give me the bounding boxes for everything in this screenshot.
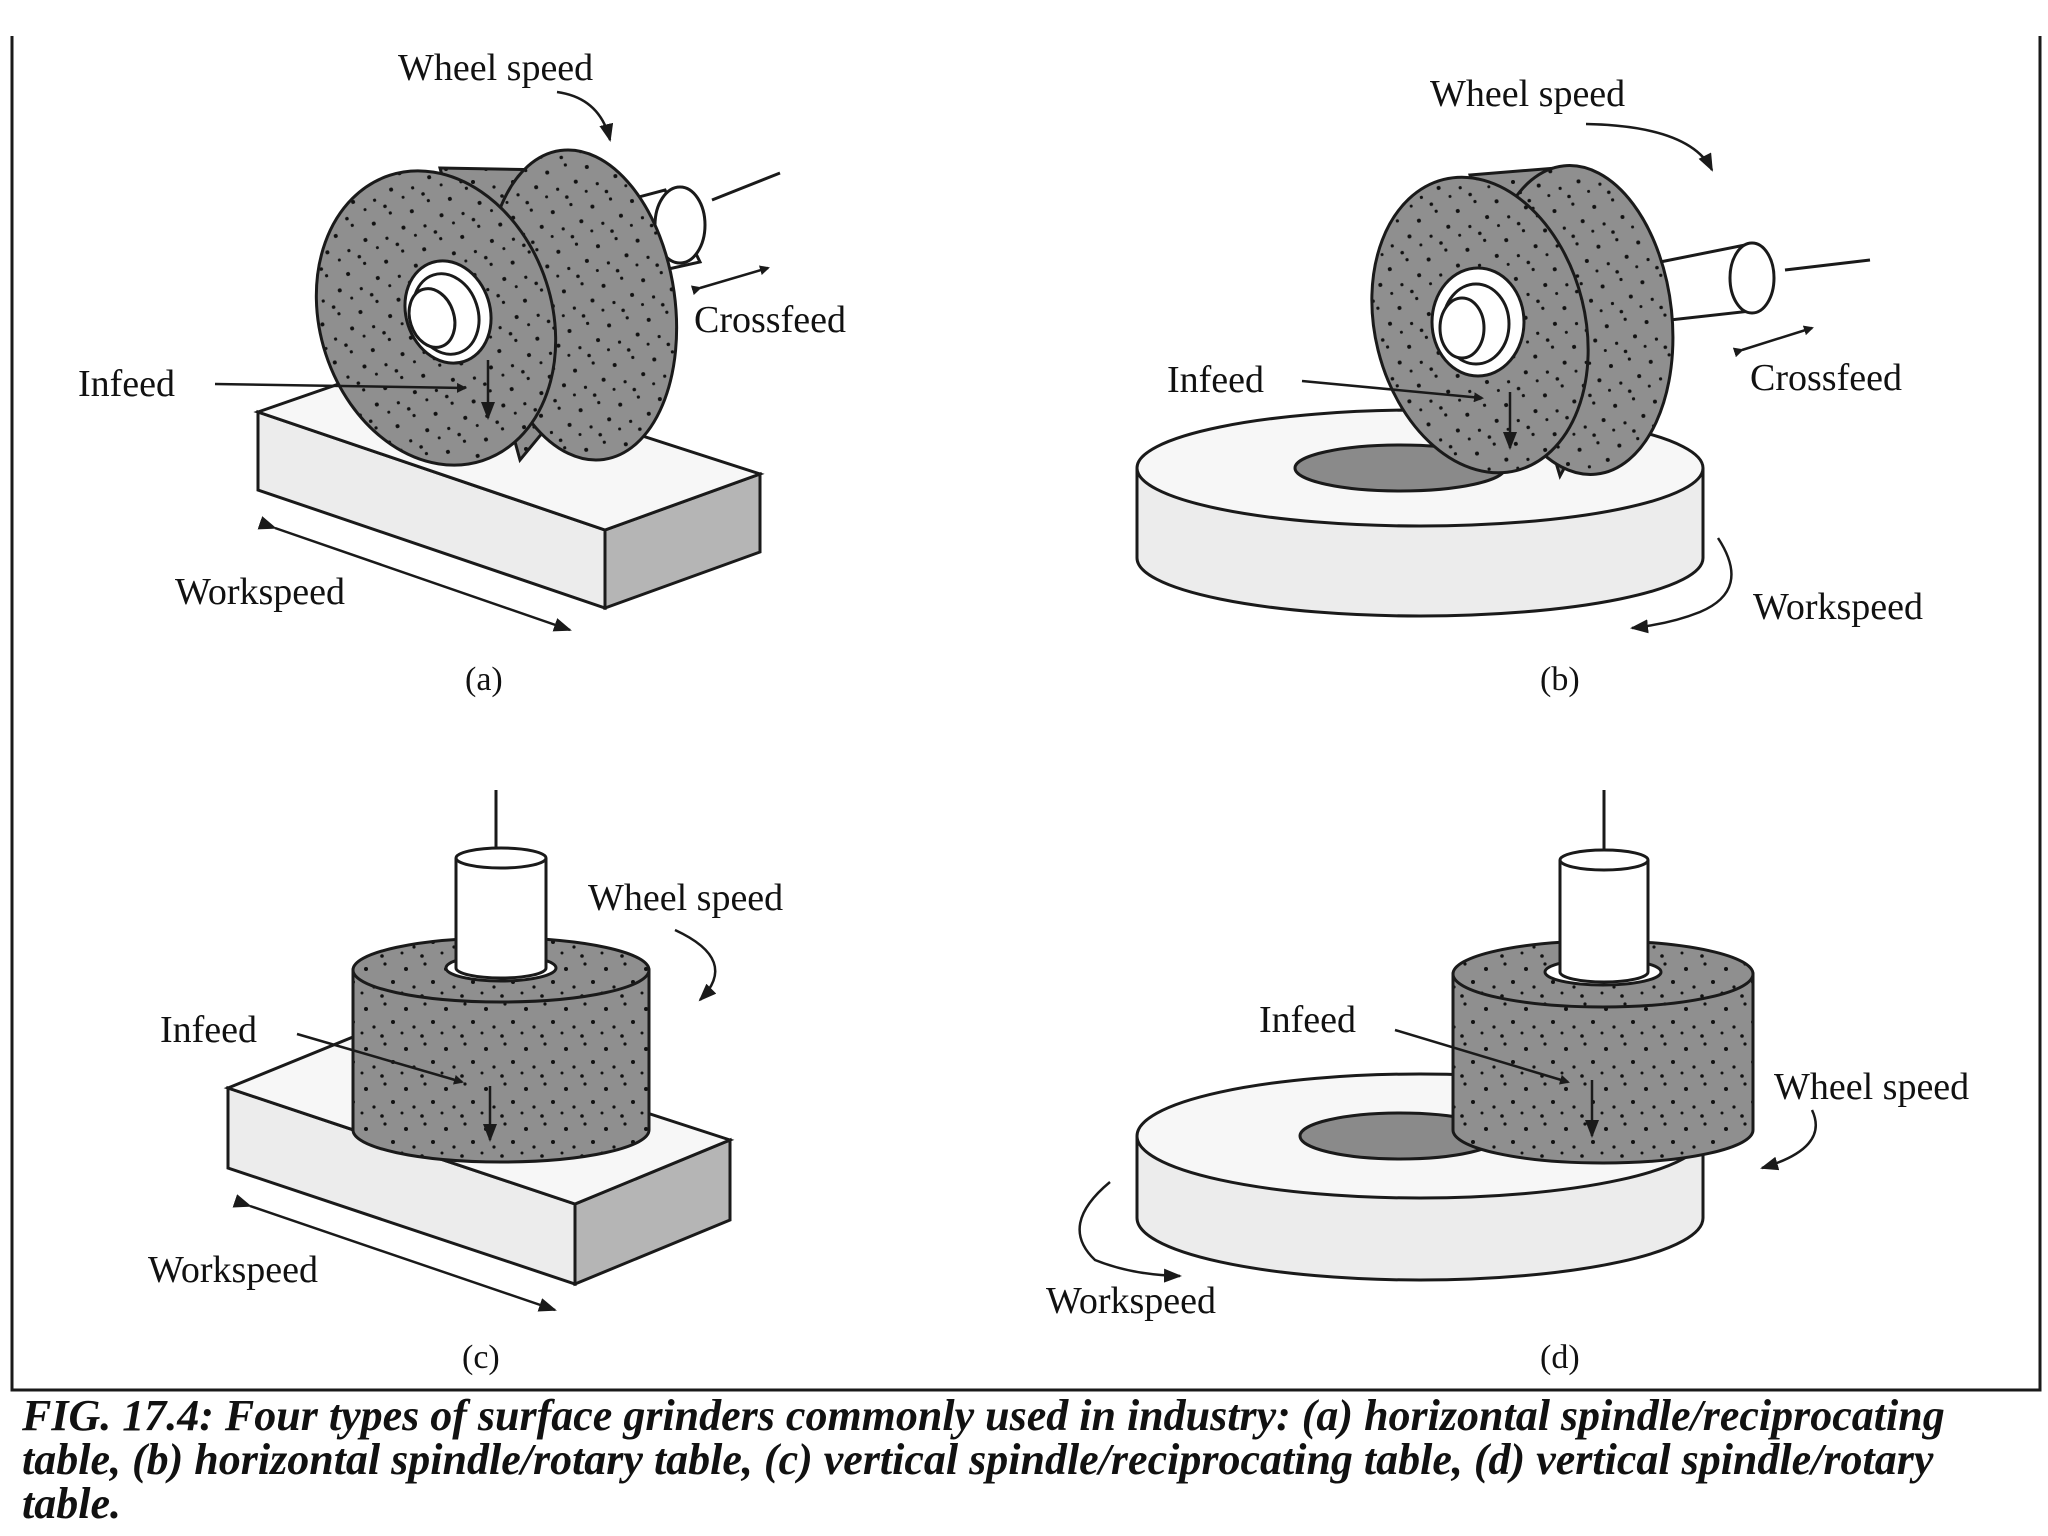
wheel-speed-arrow-c: [674, 928, 717, 1002]
panel-tag-d: (d): [1540, 1339, 1580, 1376]
label-crossfeed-a: Crossfeed: [694, 299, 846, 341]
label-wheel-speed-a: Wheel speed: [398, 47, 593, 89]
infeed-leader-c: [296, 1032, 464, 1085]
workspeed-arrow-c: [232, 1194, 557, 1312]
panel-tag-a: (a): [465, 661, 503, 698]
label-infeed-a: Infeed: [78, 363, 175, 405]
grinding-wheel-a: [314, 148, 679, 467]
crossfeed-arrow-a: [690, 265, 770, 296]
figure-caption: FIG. 17.4: Four types of surface grinder…: [22, 1391, 1945, 1528]
panel-a: Wheel speed Crossfeed Infeed Workspeed (…: [78, 47, 846, 698]
label-wheel-speed-d: Wheel speed: [1774, 1066, 1969, 1108]
infeed-leader-d: [1394, 1028, 1570, 1085]
label-workspeed-d: Workspeed: [1046, 1280, 1216, 1322]
grinding-wheel-b: [1370, 164, 1675, 480]
wheel-speed-arrow-d: [1760, 1109, 1817, 1171]
panel-c: Wheel speed Infeed Workspeed (c): [148, 790, 783, 1376]
label-workspeed-c: Workspeed: [148, 1249, 318, 1291]
label-wheel-speed-b: Wheel speed: [1430, 73, 1625, 115]
panel-tag-b: (b): [1540, 661, 1580, 698]
infeed-leader-a: [214, 382, 467, 393]
panel-d: Wheel speed Infeed Workspeed (d): [1046, 790, 1969, 1376]
label-workspeed-b: Workspeed: [1753, 586, 1923, 628]
spindle-b: [1658, 241, 1871, 322]
label-workspeed-a: Workspeed: [175, 571, 345, 613]
workspeed-arrow-b: [1630, 537, 1733, 634]
workspeed-arrow-d: [1078, 1181, 1182, 1283]
panel-b: Wheel speed Crossfeed Infeed Workspeed (…: [1135, 73, 1923, 698]
wheel-speed-arrow-b: [1585, 122, 1714, 172]
infeed-leader-b: [1301, 379, 1484, 403]
figure-frame: [10, 36, 2042, 1392]
panel-tag-c: (c): [462, 1339, 500, 1376]
label-wheel-speed-c: Wheel speed: [588, 877, 783, 919]
spindle-c: [454, 790, 548, 980]
label-infeed-b: Infeed: [1167, 359, 1264, 401]
spindle-d: [1558, 790, 1650, 984]
label-infeed-c: Infeed: [160, 1009, 257, 1051]
label-infeed-d: Infeed: [1259, 999, 1356, 1041]
workspeed-arrow-a: [257, 516, 572, 632]
wheel-speed-arrow-a: [556, 90, 614, 142]
crossfeed-arrow-b: [1732, 325, 1814, 358]
label-crossfeed-b: Crossfeed: [1750, 357, 1902, 399]
